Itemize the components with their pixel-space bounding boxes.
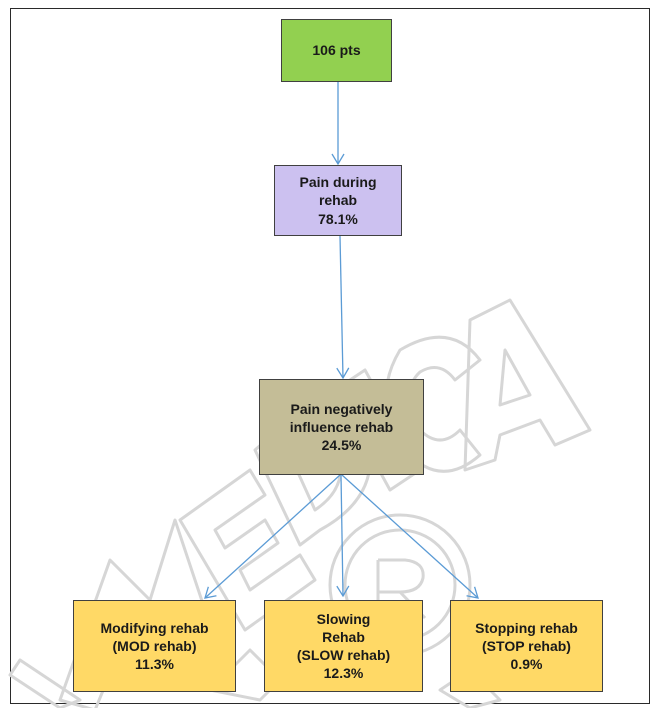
node-pain-during-line1: Pain during [299,174,377,191]
node-total-patients: 106 pts [281,19,392,82]
node-pain-negative-line3: 24.5% [321,437,362,454]
node-stopping-line2: (STOP rehab) [482,637,571,654]
node-modifying-rehab: Modifying rehab (MOD rehab) 11.3% [73,600,236,692]
arrow-pain-negative-to-modifying [204,474,341,599]
node-pain-during-line3: 78.1% [318,210,358,227]
arrow-pain-during-to-pain-negative [336,235,350,380]
node-slowing-line2: Rehab [322,628,365,645]
node-pain-negative-line1: Pain negatively [290,400,393,417]
node-pain-negatively-influence: Pain negatively influence rehab 24.5% [259,379,424,475]
node-slowing-line4: 12.3% [323,665,364,682]
node-slowing-rehab: Slowing Rehab (SLOW rehab) 12.3% [264,600,423,692]
node-pain-during-line2: rehab [318,192,358,209]
arrow-pain-negative-to-stopping [341,474,479,599]
node-slowing-line3: (SLOW rehab) [296,647,391,663]
node-modifying-line3: 11.3% [135,656,174,673]
node-pain-during-rehab: Pain during rehab 78.1% [274,165,402,236]
node-modifying-line2: (MOD rehab) [112,637,197,654]
node-slowing-line1: Slowing [316,610,371,627]
node-stopping-rehab: Stopping rehab (STOP rehab) 0.9% [450,600,603,692]
node-stopping-line3: 0.9% [510,656,543,673]
node-stopping-line1: Stopping rehab [475,619,578,636]
node-modifying-line1: Modifying rehab [100,619,209,636]
node-total-line1: 106 pts [312,42,361,59]
arrow-pain-negative-to-slowing [336,474,350,598]
node-pain-negative-line2: influence rehab [289,418,394,435]
